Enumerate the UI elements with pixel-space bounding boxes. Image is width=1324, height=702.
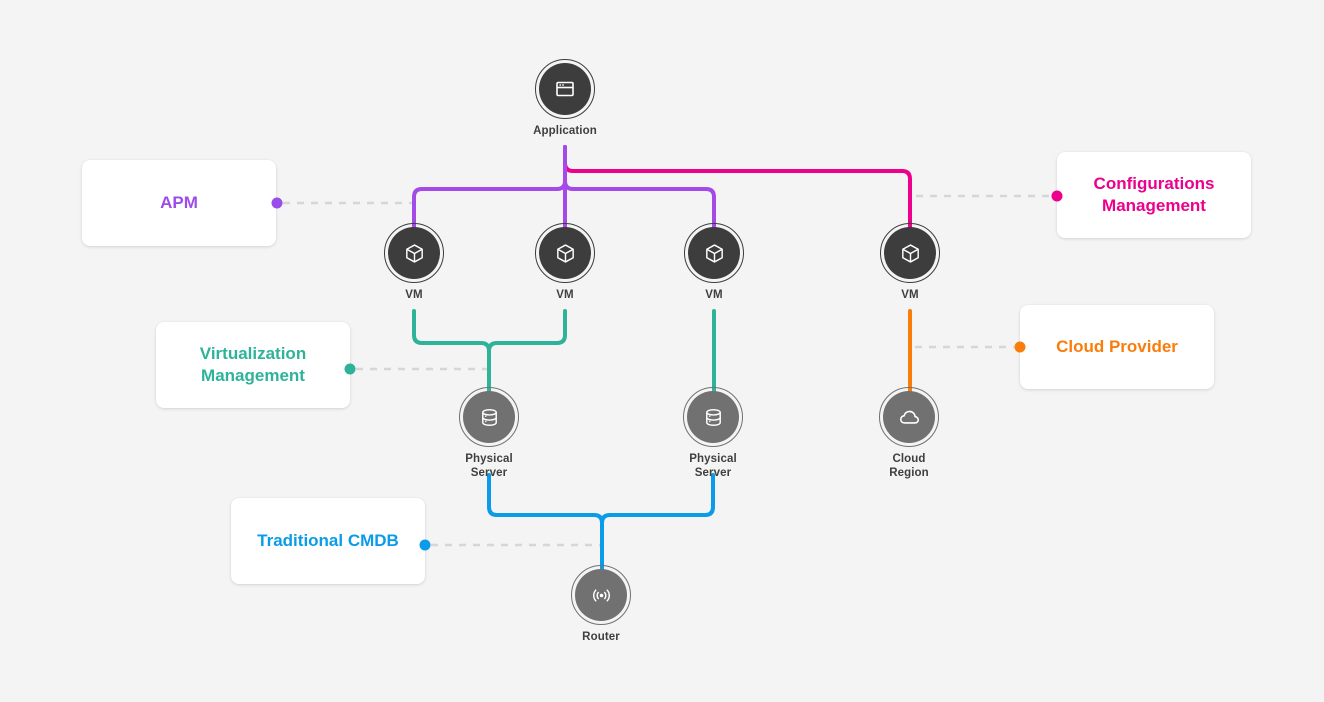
cube-icon bbox=[901, 243, 919, 263]
node-icon-container bbox=[384, 223, 444, 283]
node-label: VM bbox=[405, 289, 423, 301]
node-vm-1[interactable]: VM bbox=[354, 223, 474, 302]
node-label: Cloud Region bbox=[889, 453, 929, 479]
edge-server2-to-router bbox=[600, 473, 715, 571]
database-stack-icon bbox=[481, 408, 497, 426]
edge-application-to-vm1 bbox=[412, 145, 567, 229]
card-label: Traditional CMDB bbox=[257, 531, 399, 550]
node-vm-4[interactable]: VM bbox=[850, 223, 970, 302]
card-label: Virtualization Management bbox=[199, 344, 307, 385]
node-icon-container bbox=[571, 565, 631, 625]
node-label: Physical Server bbox=[689, 453, 737, 479]
card-label: Configurations Management bbox=[1093, 174, 1215, 215]
edge-application-to-vm4 bbox=[563, 145, 912, 229]
edge-application-to-vm3 bbox=[563, 145, 716, 229]
anchor-dot-apm bbox=[271, 197, 283, 209]
card-label: Cloud Provider bbox=[1056, 337, 1178, 356]
node-icon-container bbox=[683, 387, 743, 447]
edge-vm1-to-server1 bbox=[412, 309, 491, 393]
node-icon-container bbox=[535, 223, 595, 283]
node-physical-server-1[interactable]: Physical Server bbox=[429, 387, 549, 480]
cube-icon bbox=[705, 243, 723, 263]
node-icon-container bbox=[880, 223, 940, 283]
node-label: VM bbox=[705, 289, 723, 301]
node-label: Physical Server bbox=[465, 453, 513, 479]
anchor-dot-traditional-cmdb bbox=[419, 539, 431, 551]
card-configurations-management[interactable]: Configurations Management bbox=[1057, 152, 1251, 238]
node-vm-2[interactable]: VM bbox=[505, 223, 625, 302]
node-label: VM bbox=[556, 289, 574, 301]
card-label: APM bbox=[160, 193, 198, 212]
card-cloud-provider[interactable]: Cloud Provider bbox=[1020, 305, 1214, 389]
node-label: VM bbox=[901, 289, 919, 301]
wireless-signal-icon bbox=[592, 588, 610, 602]
edge-vm2-to-server1 bbox=[487, 309, 567, 393]
node-icon-container bbox=[684, 223, 744, 283]
card-traditional-cmdb[interactable]: Traditional CMDB bbox=[231, 498, 425, 584]
browser-window-icon bbox=[556, 81, 574, 97]
cloud-icon bbox=[899, 410, 919, 424]
anchor-dot-configurations-management bbox=[1051, 190, 1063, 202]
anchor-dot-cloud-provider bbox=[1014, 341, 1026, 353]
node-cloud-region[interactable]: Cloud Region bbox=[849, 387, 969, 480]
node-application[interactable]: Application bbox=[505, 59, 625, 138]
node-physical-server-2[interactable]: Physical Server bbox=[653, 387, 773, 480]
anchor-dot-virtualization-management bbox=[344, 363, 356, 375]
node-icon-container bbox=[879, 387, 939, 447]
node-label: Application bbox=[533, 125, 597, 137]
node-icon-container bbox=[459, 387, 519, 447]
cube-icon bbox=[405, 243, 423, 263]
cube-icon bbox=[556, 243, 574, 263]
card-apm[interactable]: APM bbox=[82, 160, 276, 246]
database-stack-icon bbox=[705, 408, 721, 426]
edge-server1-to-router bbox=[487, 473, 604, 571]
node-vm-3[interactable]: VM bbox=[654, 223, 774, 302]
card-virtualization-management[interactable]: Virtualization Management bbox=[156, 322, 350, 408]
node-icon-container bbox=[535, 59, 595, 119]
node-router[interactable]: Router bbox=[541, 565, 661, 644]
node-label: Router bbox=[582, 631, 620, 643]
